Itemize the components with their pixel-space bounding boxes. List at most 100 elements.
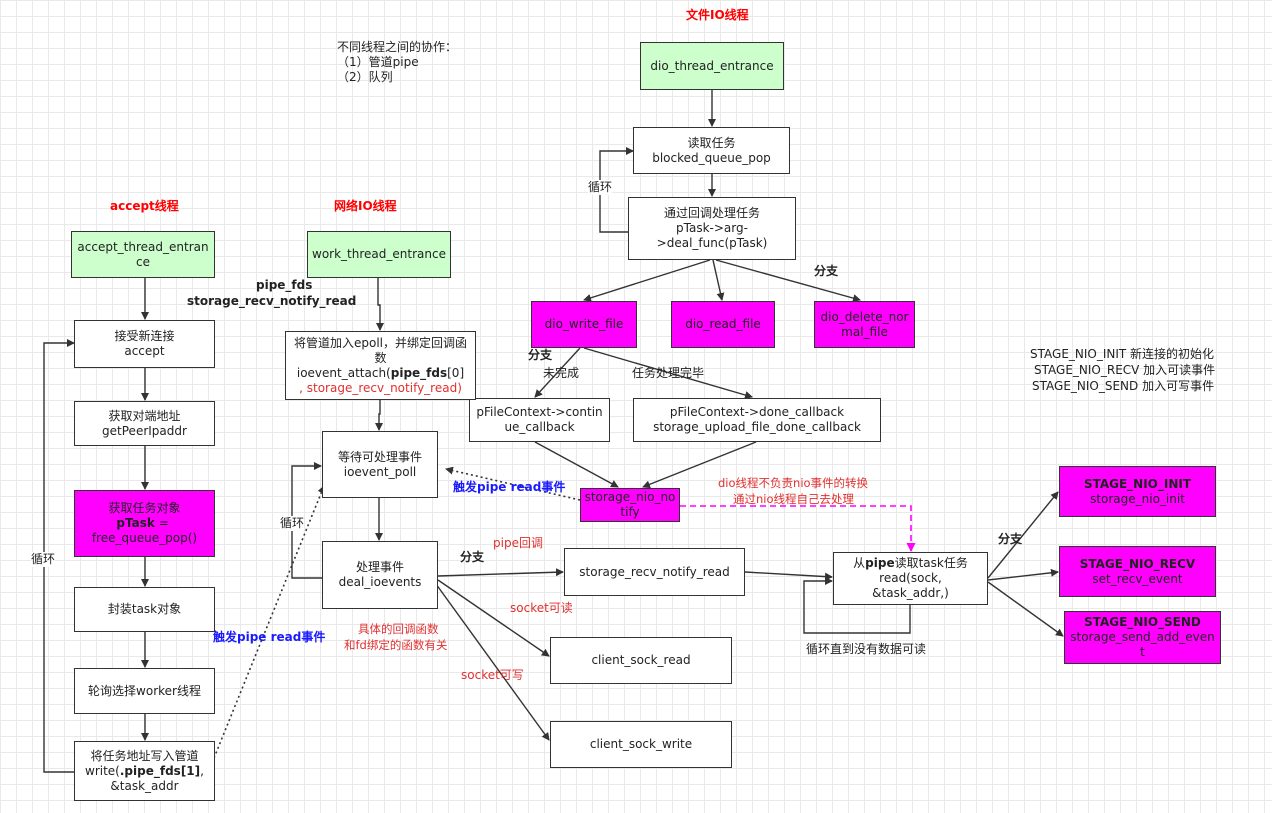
readpipe-line-2: read(sock, <box>879 571 942 585</box>
node-dio-read-file[interactable]: dio_read_file <box>671 301 775 348</box>
getpeer-line-2: getPeerIpaddr <box>102 423 187 438</box>
node-continue-callback[interactable]: pFileContext->continue_callback <box>469 398 610 442</box>
node-client-sock-read[interactable]: client_sock_read <box>550 637 732 684</box>
edge-notify-to-readpipe-dashed <box>680 505 916 552</box>
epoll-index: [0] <box>447 365 465 380</box>
label-trigger-pipe-read-dio: 触发pipe read事件 <box>453 480 566 494</box>
node-write-pipe[interactable]: 将任务地址写入管道 write(.pipe_fds[1], &task_addr <box>74 741 215 801</box>
stage-send-name: STAGE_NIO_SEND <box>1084 615 1201 629</box>
readpipe-pipe: pipe <box>865 556 895 570</box>
node-ioevent-poll[interactable]: 等待可处理事件 ioevent_poll <box>322 431 438 498</box>
label-loop-dio: 循环 <box>588 180 613 195</box>
node-storage-recv-notify-read[interactable]: storage_recv_notify_read <box>564 548 745 596</box>
node-add-epoll[interactable]: 将管道加入epoll，并绑定回调函数 ioevent_attach(pipe_f… <box>285 331 476 400</box>
node-stage-nio-recv[interactable]: STAGE_NIO_RECV set_recv_event <box>1059 546 1216 597</box>
writepipe-write: write( <box>85 763 120 778</box>
node-read-task[interactable]: 读取任务 blocked_queue_pop <box>633 127 790 174</box>
readpipe-line-3: &task_addr,) <box>872 586 949 600</box>
getpeer-line-1: 获取对端地址 <box>108 408 181 423</box>
deal-line-2: deal_ioevents <box>338 575 422 589</box>
node-read-from-pipe[interactable]: 从pipe读取task任务 read(sock, &task_addr,) <box>833 552 988 605</box>
node-done-callback[interactable]: pFileContext->done_callback storage_uplo… <box>633 398 881 442</box>
edge-work-entrance-to-epoll <box>376 278 384 331</box>
label-not-done: 未完成 <box>543 366 580 380</box>
title-file-io-thread: 文件IO线程 <box>686 8 749 22</box>
label-pipe-fds: pipe_fds <box>256 278 313 292</box>
poll-line-1: 等待可处理事件 <box>337 449 422 464</box>
stage-send-func: storage_send_add_event <box>1070 630 1215 659</box>
done-callback-line-2: storage_upload_file_done_callback <box>653 420 861 434</box>
label-task-done: 任务处理完毕 <box>632 366 705 380</box>
cooperation-note-queue: （2）队列 <box>337 70 393 84</box>
node-storage-nio-notify[interactable]: storage_nio_notify <box>580 488 680 522</box>
node-dio-write-file[interactable]: dio_write_file <box>531 301 637 348</box>
node-get-task-object[interactable]: 获取任务对象 pTask = free_queue_pop() <box>74 490 215 557</box>
gettask-eq: = <box>154 516 173 530</box>
read-task-line-2: blocked_queue_pop <box>652 150 771 165</box>
edge-deal-to-recvnotify <box>437 568 564 577</box>
node-client-sock-write[interactable]: client_sock_write <box>550 721 732 768</box>
label-branch-dio: 分支 <box>814 264 839 278</box>
stage-note-send: STAGE_NIO_SEND 加入可写事件 <box>1032 379 1215 393</box>
gettask-ptask: pTask <box>116 516 155 530</box>
edge-readpipe-to-recv <box>987 568 1059 581</box>
label-loop-accept: 循环 <box>31 552 56 567</box>
label-socket-readable: socket可读 <box>510 601 573 615</box>
edge-callback-to-delete <box>715 259 861 302</box>
stage-init-func: storage_nio_init <box>1090 491 1185 506</box>
edge-epoll-to-poll <box>375 400 383 431</box>
label-branch-stage: 分支 <box>998 532 1023 546</box>
gettask-line-2: pTask = <box>116 516 172 531</box>
poll-line-2: ioevent_poll <box>343 464 417 479</box>
epoll-fds: pipe_fds <box>390 365 448 380</box>
stage-note-recv: STAGE_NIO_RECV 加入可读事件 <box>1034 363 1216 377</box>
title-network-io-thread: 网络IO线程 <box>334 199 397 213</box>
edge-callback-to-read <box>712 259 725 301</box>
node-accept-new-connection[interactable]: 接受新连接 accept <box>74 320 215 368</box>
callback-note-line-2: 和fd绑定的函数有关 <box>344 638 448 652</box>
node-accept-thread-entrance[interactable]: accept_thread_entrance <box>71 231 215 278</box>
callback-note-line-1: 具体的回调函数 <box>358 622 439 636</box>
accept-line-1: 接受新连接 <box>114 329 175 343</box>
label-storage-recv-notify-read: storage_recv_notify_read <box>187 294 357 308</box>
cooperation-note-title: 不同线程之间的协作： <box>337 40 458 54</box>
epoll-line-3: , storage_recv_notify_read) <box>299 380 462 395</box>
callback-task-line-1: 通过回调处理任务 <box>663 206 760 220</box>
accept-line-2: accept <box>124 344 165 358</box>
edge-recvnotify-to-readpipe <box>744 571 833 581</box>
writepipe-line-2: write(.pipe_fds[1], <box>85 764 204 779</box>
label-socket-writable: socket可写 <box>461 668 524 682</box>
writepipe-comma: , <box>200 763 204 778</box>
writepipe-fds: .pipe_fds[1] <box>119 763 201 778</box>
node-work-thread-entrance[interactable]: work_thread_entrance <box>307 231 451 278</box>
node-stage-nio-init[interactable]: STAGE_NIO_INIT storage_nio_init <box>1059 466 1216 517</box>
node-deal-ioevents[interactable]: 处理事件 deal_ioevents <box>322 541 438 609</box>
node-callback-task[interactable]: 通过回调处理任务 pTask->arg- >deal_func(pTask) <box>628 197 796 260</box>
gettask-line-3: free_queue_pop() <box>91 531 198 545</box>
gettask-line-1: 获取任务对象 <box>108 501 181 515</box>
stage-note-init: STAGE_NIO_INIT 新连接的初始化 <box>1030 347 1215 361</box>
callback-task-line-2: pTask->arg- <box>676 221 748 235</box>
label-loop-net: 循环 <box>280 516 305 531</box>
dio-note-line-1: dio线程不负责nio事件的转换 <box>718 476 869 490</box>
read-task-line-1: 读取任务 <box>687 135 736 150</box>
edge-writepipe-trigger-poll <box>213 485 326 759</box>
edge-readpipe-to-send <box>987 581 1064 637</box>
stage-recv-name: STAGE_NIO_RECV <box>1079 556 1196 571</box>
writepipe-line-3: &task_addr <box>110 778 179 793</box>
dio-note-line-2: 通过nio线程自己去处理 <box>733 492 855 506</box>
node-dio-delete-normal-file[interactable]: dio_delete_normal_file <box>814 301 915 348</box>
node-dio-thread-entrance[interactable]: dio_thread_entrance <box>640 42 784 90</box>
readpipe-rest: 读取task任务 <box>894 556 968 570</box>
label-trigger-pipe-read-accept: 触发pipe read事件 <box>213 630 326 644</box>
writepipe-line-1: 将任务地址写入管道 <box>90 748 199 763</box>
node-select-worker[interactable]: 轮询选择worker线程 <box>74 668 215 714</box>
node-get-peer-ipaddr[interactable]: 获取对端地址 getPeerIpaddr <box>74 401 215 446</box>
node-stage-nio-send[interactable]: STAGE_NIO_SEND storage_send_add_event <box>1064 611 1221 664</box>
cooperation-note-pipe: （1）管道pipe <box>337 55 419 69</box>
callback-task-line-3: >deal_func(pTask) <box>656 236 768 250</box>
node-pack-task-object[interactable]: 封装task对象 <box>74 587 215 632</box>
epoll-line-2: ioevent_attach(pipe_fds[0] <box>297 366 464 381</box>
edge-callback-to-write <box>583 259 711 302</box>
edge-deal-to-sockread <box>437 579 550 657</box>
